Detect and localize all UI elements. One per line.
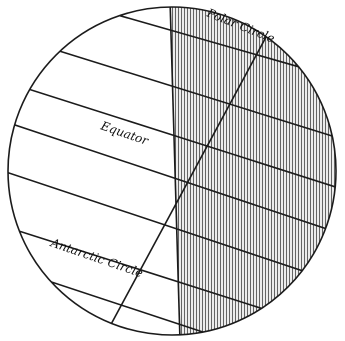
equator-label: Equator xyxy=(98,118,151,148)
antarctic-circle-label: Antarctic Circle xyxy=(48,235,145,280)
